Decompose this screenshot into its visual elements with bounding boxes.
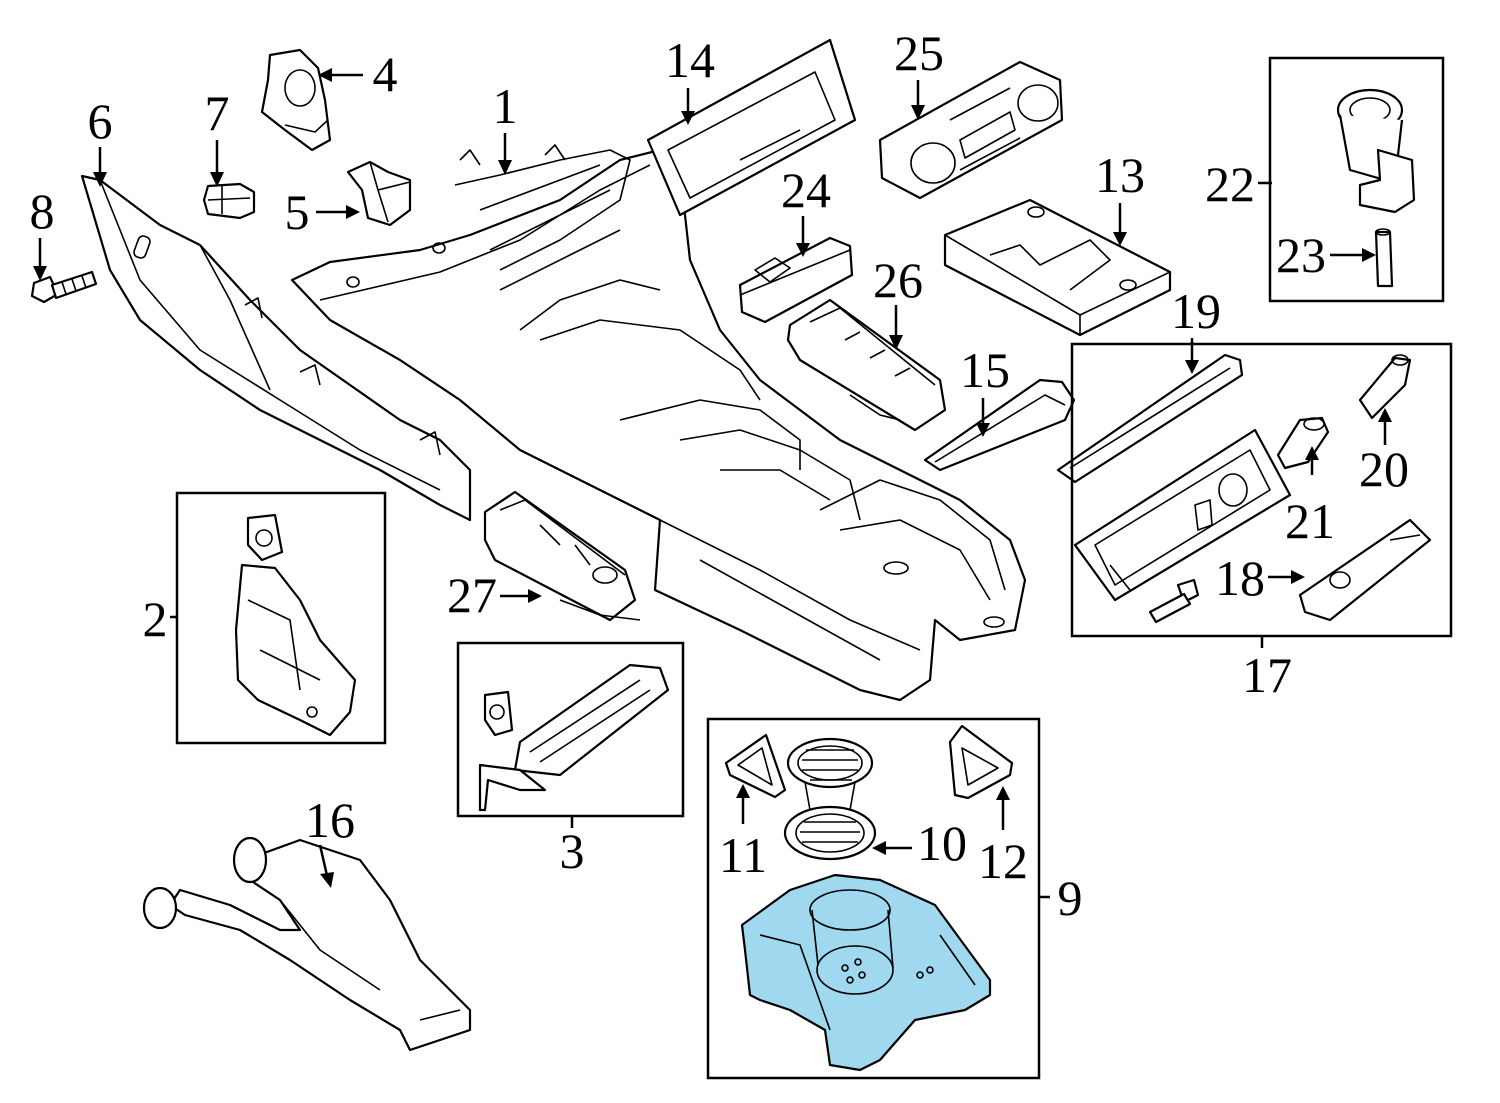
leader-lines bbox=[33, 68, 1392, 899]
callout-10: 10 bbox=[917, 815, 967, 871]
callout-21: 21 bbox=[1285, 493, 1335, 549]
part-24-switch[interactable] bbox=[738, 236, 854, 324]
callout-25: 25 bbox=[894, 25, 944, 81]
callout-6: 6 bbox=[88, 93, 113, 149]
part-3-box bbox=[456, 641, 685, 818]
callout-22: 22 bbox=[1205, 156, 1255, 212]
part-9-cup-holder-highlighted[interactable] bbox=[740, 873, 992, 1072]
part-25-climate-panel[interactable] bbox=[878, 60, 1064, 200]
callout-12: 12 bbox=[978, 833, 1028, 889]
callout-17: 17 bbox=[1242, 647, 1292, 703]
callout-20: 20 bbox=[1359, 441, 1409, 497]
callout-4: 4 bbox=[373, 46, 398, 102]
callout-7: 7 bbox=[205, 85, 230, 141]
part-2-bracket[interactable] bbox=[234, 513, 357, 737]
part-21-connector[interactable] bbox=[1276, 416, 1330, 470]
part-17-shifter-bezel[interactable] bbox=[1073, 428, 1292, 602]
part-20-connector[interactable] bbox=[1358, 354, 1412, 420]
part-7-clip[interactable] bbox=[202, 182, 256, 220]
part-13-mat[interactable] bbox=[943, 198, 1172, 337]
part-9-box bbox=[706, 717, 1041, 1080]
callout-15: 15 bbox=[960, 342, 1010, 398]
callout-8: 8 bbox=[30, 183, 55, 239]
part-16-duct[interactable] bbox=[142, 836, 472, 1052]
part-26-switch-pack[interactable] bbox=[786, 298, 947, 432]
part-12-mat[interactable] bbox=[948, 724, 1014, 800]
callout-16: 16 bbox=[305, 792, 355, 848]
callout-19: 19 bbox=[1171, 283, 1221, 339]
callout-5: 5 bbox=[285, 184, 310, 240]
part-18-switch[interactable] bbox=[1298, 518, 1432, 622]
part-23-pin[interactable] bbox=[1374, 228, 1394, 288]
callout-9: 9 bbox=[1058, 870, 1083, 926]
part-5-clip[interactable] bbox=[346, 160, 412, 227]
part-15-trim-strip[interactable] bbox=[923, 378, 1076, 472]
part-27-switch-pack[interactable] bbox=[483, 490, 641, 622]
callout-18: 18 bbox=[1215, 550, 1265, 606]
part-22-23-box bbox=[1268, 56, 1445, 303]
part-14-bezel[interactable] bbox=[646, 38, 857, 217]
part-11-mat[interactable] bbox=[724, 733, 787, 799]
callout-2: 2 bbox=[143, 591, 168, 647]
part-8-screw[interactable] bbox=[30, 270, 98, 304]
callout-23: 23 bbox=[1276, 227, 1326, 283]
part-22-cup-holder[interactable] bbox=[1336, 88, 1416, 214]
part-3-bracket[interactable] bbox=[478, 663, 670, 812]
part-4-bracket[interactable] bbox=[260, 48, 332, 152]
callout-labels: 1 2 3 4 5 6 7 8 9 10 11 12 13 14 15 16 1… bbox=[30, 25, 1410, 926]
part-17-screw[interactable] bbox=[1148, 578, 1200, 624]
callout-24: 24 bbox=[781, 162, 831, 218]
part-1-console-body[interactable] bbox=[290, 144, 1027, 702]
callout-27: 27 bbox=[447, 567, 497, 623]
callout-1: 1 bbox=[493, 78, 518, 134]
part-10-mat[interactable] bbox=[783, 737, 877, 861]
part-6-side-panel[interactable] bbox=[80, 174, 472, 522]
callout-11: 11 bbox=[719, 827, 767, 883]
callout-26: 26 bbox=[873, 252, 923, 308]
callout-14: 14 bbox=[665, 32, 715, 88]
callout-13: 13 bbox=[1095, 147, 1145, 203]
callout-3: 3 bbox=[560, 823, 585, 879]
